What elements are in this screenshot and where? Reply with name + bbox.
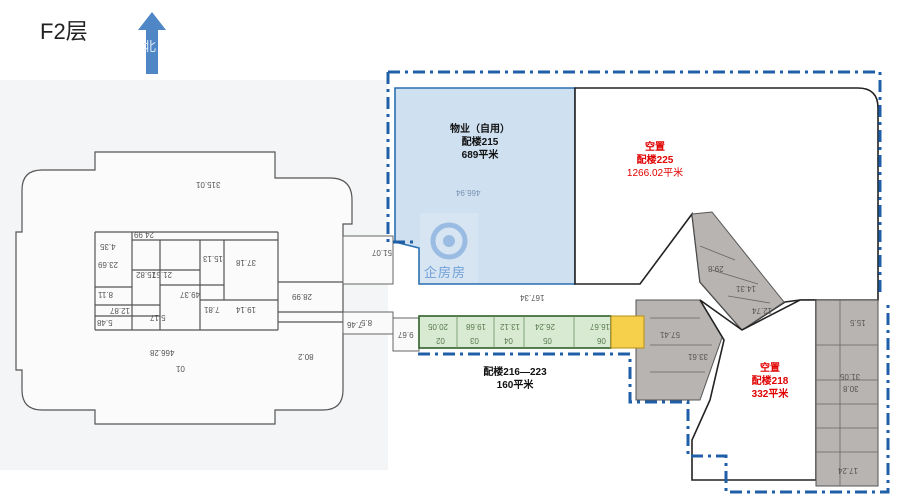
area-3105: 31.05 xyxy=(840,372,861,381)
unit-218-number: 配楼218 xyxy=(751,376,789,387)
strip-05: 05 xyxy=(543,336,552,345)
shops-east xyxy=(815,299,879,487)
area-1287: 12.87 xyxy=(110,306,131,315)
area-746: 7.46 xyxy=(347,320,363,329)
area-2157: 21.57 xyxy=(152,270,173,279)
strip-03: 03 xyxy=(470,336,479,345)
area-781: 7.81 xyxy=(204,305,220,314)
watermark-logo-icon xyxy=(420,213,478,283)
area-80: 80.2 xyxy=(298,352,314,361)
area-2899: 28.99 xyxy=(292,292,313,301)
unit-225-area: 1266.02平米 xyxy=(626,168,684,179)
strip-2005: 20.05 xyxy=(428,322,449,331)
floor-label: F2层 xyxy=(40,19,88,44)
north-label: 北 xyxy=(143,39,157,54)
area-466b: 466.28 xyxy=(150,348,175,357)
area-167: 167.34 xyxy=(520,293,545,302)
left-building xyxy=(15,151,353,425)
area-5741: 57.41 xyxy=(660,330,681,339)
unit-225-number: 配楼225 xyxy=(636,155,674,166)
unit-218-shape xyxy=(691,299,817,481)
area-85: 8.5 xyxy=(361,318,373,327)
area-51: 51.07 xyxy=(372,248,393,257)
area-967: 9.67 xyxy=(398,330,414,339)
area-466a: 466.94 xyxy=(456,188,481,197)
area-1274: 12.74 xyxy=(752,306,773,315)
watermark-text: 企房房 xyxy=(424,265,467,280)
strip-2624: 26.24 xyxy=(535,322,556,331)
area-298: 29.8 xyxy=(708,264,724,273)
strip-04: 04 xyxy=(504,336,513,345)
unit-215-label: 物业（自用） 配楼215 689平米 xyxy=(430,123,530,162)
shops-south xyxy=(635,299,725,401)
area-3361: 33.61 xyxy=(688,352,709,361)
boundary-outline xyxy=(386,70,890,494)
unit-215-line3: 689平米 xyxy=(461,150,499,161)
area-4937: 49.37 xyxy=(180,290,201,299)
unit-218-status: 空置 xyxy=(760,363,780,374)
area-435: 4.35 xyxy=(100,242,116,251)
strip-yellow-unit xyxy=(610,315,645,349)
strip-1312: 13.12 xyxy=(500,322,521,331)
area-1914: 19.14 xyxy=(236,305,257,314)
unit-225-label: 空置 配楼225 1266.02平米 xyxy=(605,141,705,180)
strip-1968: 19.68 xyxy=(466,322,487,331)
unit-215-line1: 物业（自用） xyxy=(450,124,510,135)
area-1431: 14.31 xyxy=(736,284,757,293)
unit-218-label: 空置 配楼218 332平米 xyxy=(730,362,810,401)
north-arrow-icon xyxy=(138,12,166,74)
strip-02: 02 xyxy=(436,336,445,345)
area-1724: 17.24 xyxy=(838,466,859,475)
area-2369: 23.69 xyxy=(98,260,119,269)
area-01: 01 xyxy=(176,364,185,373)
area-1513: 15.13 xyxy=(203,254,224,263)
strip-1667: 16.67 xyxy=(590,322,611,331)
strip-label: 配楼216—223 160平米 xyxy=(455,366,575,392)
area-315: 315.01 xyxy=(196,180,221,189)
area-548: 5.48 xyxy=(97,318,113,327)
area-2499: 24.99 xyxy=(134,230,155,239)
strip-216-223 xyxy=(418,315,612,349)
strip-06: 06 xyxy=(597,336,606,345)
area-517: 5.17 xyxy=(150,313,166,322)
shops-diagonal xyxy=(691,211,785,331)
corridors xyxy=(342,235,420,352)
area-3718: 37.18 xyxy=(236,258,257,267)
strip-area: 160平米 xyxy=(496,380,534,391)
unit-225-status: 空置 xyxy=(645,142,665,153)
area-155: 15.5 xyxy=(850,318,866,327)
unit-215-line2: 配楼215 xyxy=(461,137,499,148)
unit-218-area: 332平米 xyxy=(751,389,789,400)
strip-unit: 配楼216—223 xyxy=(483,367,547,378)
area-811: 8.11 xyxy=(98,290,113,299)
area-308: 30.8 xyxy=(843,384,859,393)
